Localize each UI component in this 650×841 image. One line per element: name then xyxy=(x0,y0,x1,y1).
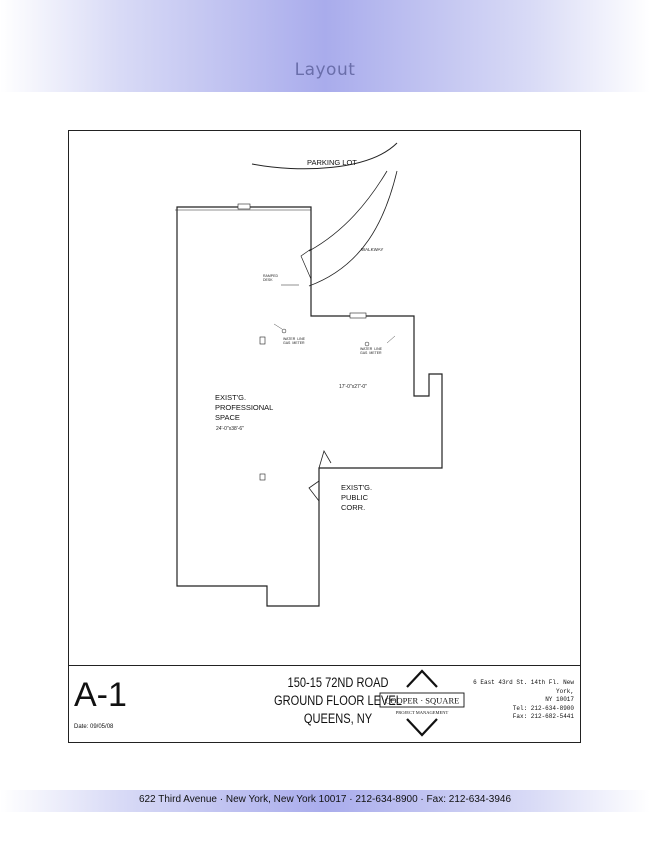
logo-box xyxy=(379,692,465,708)
window-mid xyxy=(349,312,367,319)
footer-band xyxy=(0,790,650,812)
ramp-label: RAMPED DESK xyxy=(263,274,278,282)
logo-chevron-down xyxy=(406,718,438,737)
project-address: 150-15 72ND ROAD GROUND FLOOR LEVEL QUEE… xyxy=(240,674,437,728)
page-title: Layout xyxy=(294,60,356,80)
corridor-door-lower xyxy=(308,480,320,502)
building-outline xyxy=(176,206,443,607)
address-line-3: QUEENS, NY xyxy=(303,711,373,726)
logo-name-text: COOPER · SQUARE xyxy=(385,696,460,706)
professional-space-dimension: 24'-0"x38'-6" xyxy=(216,426,244,432)
parking-lot-edge xyxy=(251,142,398,170)
contact-line-3: Tel: 212-634-8900 xyxy=(512,704,574,712)
box-lower xyxy=(259,473,266,481)
public-corridor-label: EXIST'G. PUBLIC CORR. xyxy=(341,483,373,512)
footer-address: 622 Third Avenue · New York, New York 10… xyxy=(138,794,512,805)
contact-line-4: Fax: 212-682-5441 xyxy=(512,713,574,720)
professional-space-label: EXIST'G. PROFESSIONAL SPACE xyxy=(215,393,274,422)
contact-line-1: 6 East 43rd St. 14th Fl. New York, xyxy=(473,679,574,695)
logo-chevron-up xyxy=(406,669,438,688)
water-line-left-label: WATER LINE GAS METER xyxy=(283,337,305,345)
walkway-label: WALKWAY xyxy=(361,247,384,252)
walkway-left-edge xyxy=(308,170,388,252)
address-line-1: 150-15 72ND ROAD xyxy=(287,675,389,690)
floor-plan xyxy=(175,142,443,607)
leader-left xyxy=(273,323,283,330)
drawing-sheet: PARKING LOT WALKWAY RAMPED DESK WATER LI… xyxy=(68,130,581,743)
logo-sub-text: PROJECT MANAGEMENT xyxy=(396,710,449,715)
window-top xyxy=(237,203,251,210)
leader-right xyxy=(386,335,396,344)
parking-lot-label: PARKING LOT xyxy=(307,158,357,167)
sheet-number: A-1 xyxy=(74,676,127,714)
header-band xyxy=(0,0,650,92)
title-block: A-1 Date: 09/05/08 150-15 72ND ROAD GROU… xyxy=(68,665,581,744)
meter-symbol-right xyxy=(364,341,370,347)
meter-box xyxy=(259,336,266,345)
meter-symbol-left xyxy=(281,328,287,334)
contact-block: 6 East 43rd St. 14th Fl. New York, NY 10… xyxy=(470,679,574,722)
entrance-door xyxy=(300,248,312,280)
sheet-date: Date: 09/05/08 xyxy=(74,724,114,730)
walkway-right-edge xyxy=(308,170,398,287)
water-line-right-label: WATER LINE GAS METER xyxy=(360,347,382,355)
cooper-square-logo: COOPER · SQUARE PROJECT MANAGEMENT xyxy=(379,669,465,737)
corridor-door-upper xyxy=(318,449,332,469)
address-line-2: GROUND FLOOR LEVEL xyxy=(274,693,402,708)
room-dimension-right: 17'-0"x27'-0" xyxy=(339,384,367,390)
contact-line-2: NY 10017 xyxy=(545,696,574,703)
